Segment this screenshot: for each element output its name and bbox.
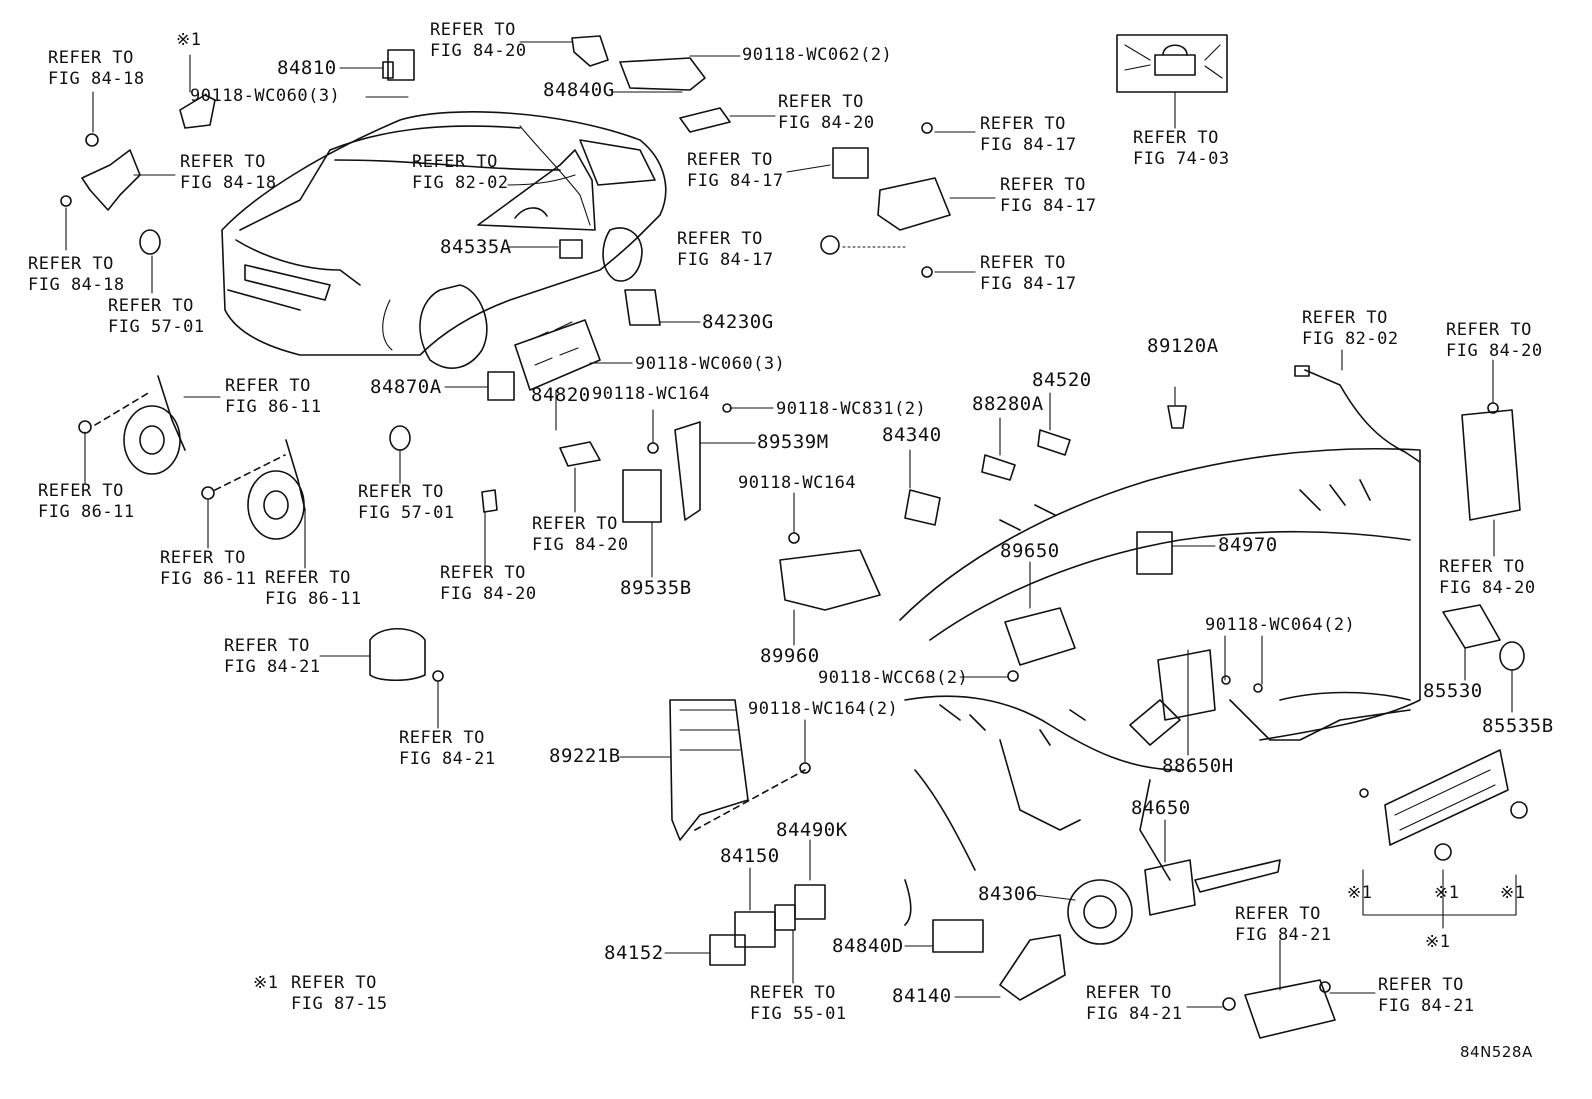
part-84840g-label[interactable]: 84840G	[543, 79, 615, 101]
footnote-mark-group: ※1	[1425, 932, 1451, 952]
refer-fig-84-21-label[interactable]: REFER TO FIG 84-21	[1378, 975, 1475, 1016]
refer-fig-84-18-label[interactable]: REFER TO FIG 84-18	[28, 254, 125, 295]
part-84140-label[interactable]: 84140	[892, 985, 952, 1007]
part-90118-wc831-label[interactable]: 90118-WC831(2)	[776, 399, 927, 419]
refer-fig-86-11-label[interactable]: REFER TO FIG 86-11	[160, 548, 257, 589]
part-89960-label[interactable]: 89960	[760, 645, 820, 667]
part-90118-wc062-label[interactable]: 90118-WC062(2)	[742, 45, 893, 65]
refer-fig-84-21-label[interactable]: REFER TO FIG 84-21	[224, 636, 321, 677]
part-84820-label[interactable]: 84820	[531, 384, 591, 406]
part-84840d-label[interactable]: 84840D	[832, 935, 904, 957]
part-88280a-label[interactable]: 88280A	[972, 393, 1044, 415]
footnote-mark: ※1	[253, 973, 279, 993]
refer-fig-84-17-label[interactable]: REFER TO FIG 84-17	[687, 150, 784, 191]
refer-fig-84-21-label[interactable]: REFER TO FIG 84-21	[1086, 983, 1183, 1024]
part-84870a-label[interactable]: 84870A	[370, 376, 442, 398]
part-88650h-label[interactable]: 88650H	[1162, 755, 1234, 777]
part-84490k-label[interactable]: 84490K	[776, 819, 848, 841]
part-90118-wc064-label[interactable]: 90118-WC064(2)	[1205, 615, 1356, 635]
part-84306-label[interactable]: 84306	[978, 883, 1038, 905]
part-90118-wc164-label[interactable]: 90118-WC164(2)	[748, 699, 899, 719]
part-89539m-label[interactable]: 89539M	[757, 431, 829, 453]
part-84230g-label[interactable]: 84230G	[702, 311, 774, 333]
refer-fig-82-02-label[interactable]: REFER TO FIG 82-02	[1302, 308, 1399, 349]
refer-fig-82-02-label[interactable]: REFER TO FIG 82-02	[412, 152, 509, 193]
refer-fig-84-17-label[interactable]: REFER TO FIG 84-17	[980, 253, 1077, 294]
part-90118-wc164-label[interactable]: 90118-WC164	[738, 473, 857, 493]
vehicle-illustration	[221, 111, 667, 369]
refer-fig-86-11-label[interactable]: REFER TO FIG 86-11	[225, 376, 322, 417]
refer-fig-84-20-label[interactable]: REFER TO FIG 84-20	[532, 514, 629, 555]
part-90118-wcc68-label[interactable]: 90118-WCC68(2)	[818, 668, 969, 688]
footnote-mark: ※1	[1500, 883, 1526, 903]
part-84340-label[interactable]: 84340	[882, 424, 942, 446]
footnote-text: REFER TO FIG 87-15	[291, 973, 388, 1014]
refer-fig-55-01-label[interactable]: REFER TO FIG 55-01	[750, 983, 847, 1024]
refer-fig-86-11-label[interactable]: REFER TO FIG 86-11	[38, 481, 135, 522]
component-shapes	[60, 34, 1528, 1039]
refer-fig-84-17-label[interactable]: REFER TO FIG 84-17	[677, 229, 774, 270]
refer-fig-84-21-label[interactable]: REFER TO FIG 84-21	[1235, 904, 1332, 945]
diagram-code: 84N528A	[1460, 1043, 1533, 1061]
refer-fig-84-20-label[interactable]: REFER TO FIG 84-20	[1439, 557, 1536, 598]
footnote-mark-top: ※1	[176, 30, 202, 50]
part-84150-label[interactable]: 84150	[720, 845, 780, 867]
part-84535a-label[interactable]: 84535A	[440, 236, 512, 258]
refer-fig-84-17-label[interactable]: REFER TO FIG 84-17	[1000, 175, 1097, 216]
part-84650-label[interactable]: 84650	[1131, 797, 1191, 819]
refer-fig-84-20-label[interactable]: REFER TO FIG 84-20	[1446, 320, 1543, 361]
part-84810-label[interactable]: 84810	[277, 57, 337, 79]
refer-fig-84-20-label[interactable]: REFER TO FIG 84-20	[440, 563, 537, 604]
dashboard-illustration	[899, 447, 1421, 926]
refer-fig-84-17-label[interactable]: REFER TO FIG 84-17	[980, 114, 1077, 155]
footnote-mark: ※1	[1434, 883, 1460, 903]
refer-fig-86-11-label[interactable]: REFER TO FIG 86-11	[265, 568, 362, 609]
refer-fig-84-21-label[interactable]: REFER TO FIG 84-21	[399, 728, 496, 769]
part-89221b-label[interactable]: 89221B	[549, 745, 621, 767]
part-89650-label[interactable]: 89650	[1000, 540, 1060, 562]
part-90118-wc060-label[interactable]: 90118-WC060(3)	[635, 354, 786, 374]
part-84520-label[interactable]: 84520	[1032, 369, 1092, 391]
part-90118-wc164-label[interactable]: 90118-WC164	[592, 384, 711, 404]
refer-fig-84-18-label[interactable]: REFER TO FIG 84-18	[48, 48, 145, 89]
part-84970-label[interactable]: 84970	[1218, 534, 1278, 556]
leader-lines	[65, 41, 1513, 1008]
part-85530-label[interactable]: 85530	[1423, 680, 1483, 702]
refer-fig-57-01-label[interactable]: REFER TO FIG 57-01	[358, 482, 455, 523]
part-90118-wc060-label[interactable]: 90118-WC060(3)	[190, 86, 341, 106]
footnote-mark: ※1	[1347, 883, 1373, 903]
refer-fig-74-03-label[interactable]: REFER TO FIG 74-03	[1133, 128, 1230, 169]
part-85535b-label[interactable]: 85535B	[1482, 715, 1554, 737]
refer-fig-84-20-label[interactable]: REFER TO FIG 84-20	[430, 20, 527, 61]
refer-fig-57-01-label[interactable]: REFER TO FIG 57-01	[108, 296, 205, 337]
refer-fig-84-18-label[interactable]: REFER TO FIG 84-18	[180, 152, 277, 193]
refer-fig-84-20-label[interactable]: REFER TO FIG 84-20	[778, 92, 875, 133]
part-89120a-label[interactable]: 89120A	[1147, 335, 1219, 357]
part-84152-label[interactable]: 84152	[604, 942, 664, 964]
part-89535b-label[interactable]: 89535B	[620, 577, 692, 599]
